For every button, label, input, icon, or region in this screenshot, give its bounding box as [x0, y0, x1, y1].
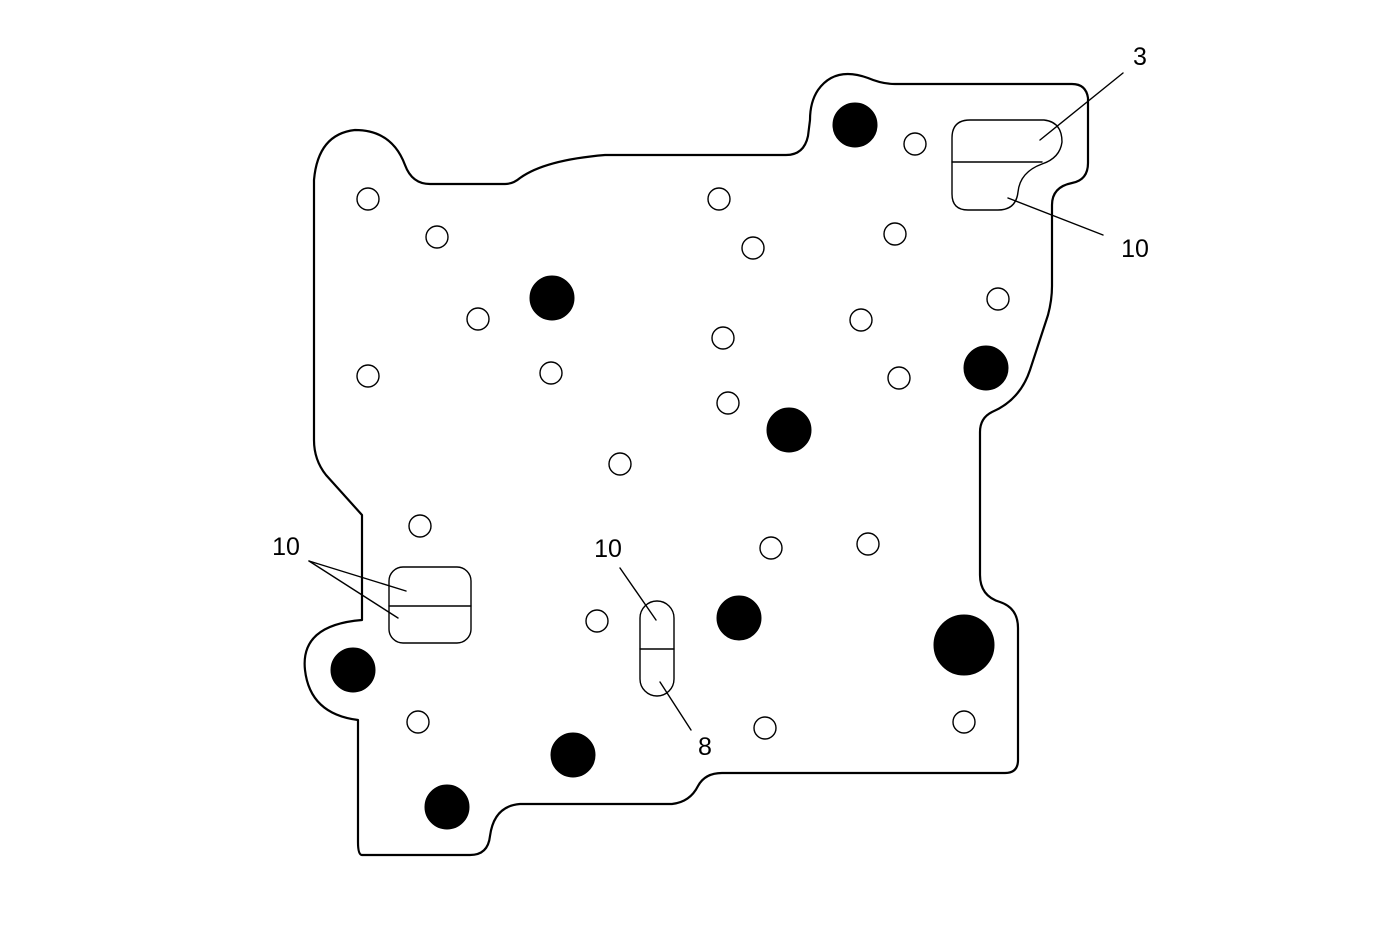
open-hole — [608, 452, 632, 476]
callout-label-3: 3 — [1133, 43, 1147, 71]
open-hole — [849, 308, 873, 332]
callout-label-10-top-right: 10 — [1121, 235, 1149, 263]
leader-line-8 — [659, 681, 692, 731]
solid-hole — [424, 784, 470, 830]
callout-label-10-left: 10 — [272, 533, 300, 561]
leader-line-10-left-a — [308, 560, 407, 592]
leader-line-10-center — [619, 567, 657, 621]
open-hole — [883, 222, 907, 246]
plate-outline — [303, 72, 1090, 857]
solid-hole — [529, 275, 575, 321]
open-hole — [986, 287, 1010, 311]
open-hole — [707, 187, 731, 211]
left-pocket — [388, 566, 472, 644]
leader-line-10-left-b — [308, 560, 399, 619]
open-hole — [759, 536, 783, 560]
top-right-pocket — [951, 119, 1063, 211]
leader-line-10-top-right — [1007, 197, 1104, 236]
open-hole — [903, 132, 927, 156]
open-hole — [856, 532, 880, 556]
leader-line-3 — [1039, 72, 1124, 141]
open-hole — [466, 307, 490, 331]
open-hole — [585, 609, 609, 633]
open-hole — [356, 364, 380, 388]
solid-hole — [963, 345, 1009, 391]
open-hole — [408, 514, 432, 538]
open-hole — [406, 710, 430, 734]
open-hole — [952, 710, 976, 734]
callout-label-8: 8 — [698, 733, 712, 761]
open-hole — [887, 366, 911, 390]
solid-hole — [933, 614, 995, 676]
open-hole — [716, 391, 740, 415]
solid-hole — [766, 407, 812, 453]
open-hole — [539, 361, 563, 385]
solid-hole — [716, 595, 762, 641]
open-hole — [356, 187, 380, 211]
open-hole — [753, 716, 777, 740]
open-hole — [425, 225, 449, 249]
solid-hole — [330, 647, 376, 693]
open-hole — [741, 236, 765, 260]
solid-hole — [832, 102, 878, 148]
callout-label-10-center: 10 — [594, 535, 622, 563]
solid-hole — [550, 732, 596, 778]
open-hole — [711, 326, 735, 350]
